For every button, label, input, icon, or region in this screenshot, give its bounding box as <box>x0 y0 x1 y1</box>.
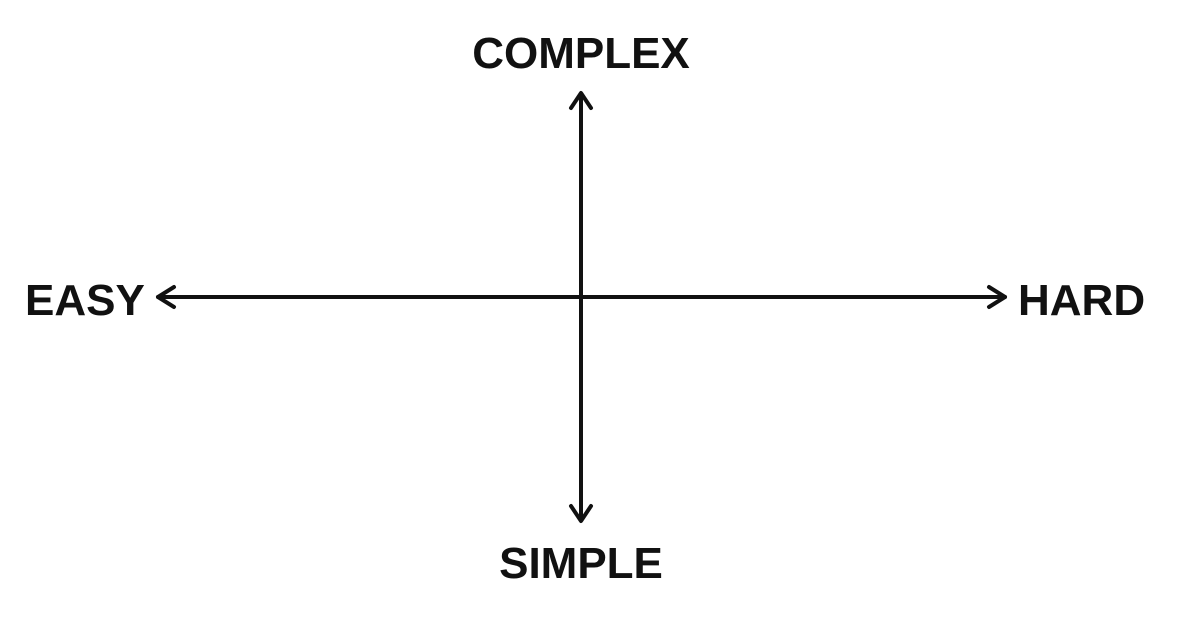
arrow-up-icon <box>569 91 593 110</box>
left-axis-label: EASY <box>25 276 145 325</box>
arrow-right-icon <box>987 285 1007 309</box>
arrow-down-icon <box>569 504 593 523</box>
top-axis-label: COMPLEX <box>472 29 690 78</box>
bottom-axis-label: SIMPLE <box>499 539 663 588</box>
arrow-left-icon <box>156 285 176 309</box>
right-axis-label: HARD <box>1018 276 1146 325</box>
